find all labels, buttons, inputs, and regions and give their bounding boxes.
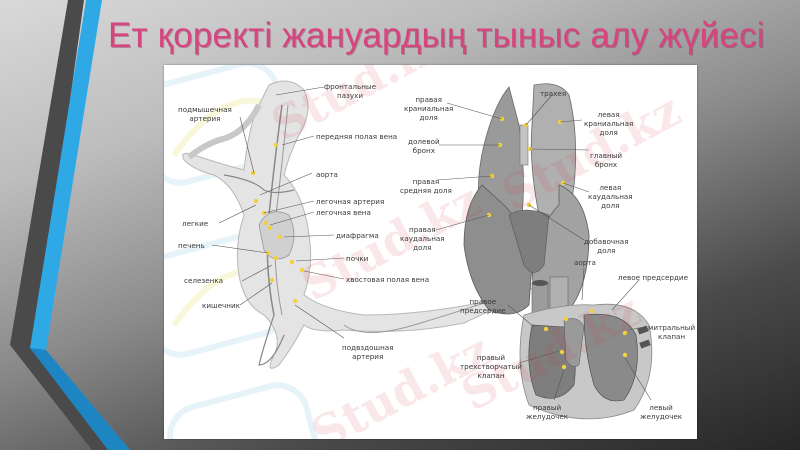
label-heart-aorta: аорта (574, 258, 596, 267)
label-liver: печень (178, 241, 205, 250)
heart-illustration (519, 276, 653, 420)
label-mitral-valve: митральный клапан (648, 323, 696, 341)
label-accessory-lobe: добавочная доля (584, 237, 629, 255)
slide-title: Ет қоректі жануардың тыныс алу жүйесі (108, 16, 765, 55)
label-left-caudal-lobe: левая каудальная доля (588, 183, 633, 210)
label-left-atrium: левое предсердие (618, 273, 689, 282)
label-lobar-bronchus: долевой бронх (408, 137, 440, 155)
label-trachea: трахея (540, 89, 567, 98)
label-iliac-artery: подвздошная артерия (342, 343, 394, 361)
label-right-caudal-lobe: правая каудальная доля (400, 225, 445, 252)
label-tricuspid-valve: правый трехстворчатый клапан (460, 353, 522, 380)
label-frontal-sinus: фронтальные пазухи (324, 82, 377, 100)
anatomy-illustration (164, 65, 653, 439)
label-lungs: легкие (182, 219, 209, 228)
label-right-atrium: правое предсердие (460, 297, 506, 315)
label-aorta: аорта (316, 170, 338, 179)
label-anterior-vena-cava: передняя полая вена (316, 132, 398, 141)
label-left-ventricle: левый желудочек (640, 403, 683, 421)
blue-accent-stripe (30, 0, 130, 450)
label-left-cranial-lobe: левая краниальная доля (584, 110, 634, 137)
label-spleen: селезенка (184, 276, 224, 285)
label-kidneys: почки (346, 254, 369, 263)
label-pulmonary-artery: легочная артерия (316, 197, 385, 206)
label-pulmonary-vein: легочная вена (316, 208, 371, 217)
anatomy-image-panel: Stud.kz Stud.kz Stud.kz Stud.kz Stud.kz … (164, 65, 697, 439)
label-subclavian-artery: подмышечная артерия (178, 105, 232, 123)
lungs-illustration (463, 83, 590, 315)
label-right-middle-lobe: правая средняя доля (400, 177, 452, 195)
label-posterior-vena-cava: хвостовая полая вена (346, 275, 430, 284)
label-main-bronchus: главный бронх (590, 151, 623, 169)
label-right-ventricle: правый желудочек (526, 403, 569, 421)
label-right-cranial-lobe: правая краниальная доля (404, 95, 454, 122)
label-intestine: кишечник (202, 301, 240, 310)
label-diaphragm: диафрагма (336, 231, 379, 240)
